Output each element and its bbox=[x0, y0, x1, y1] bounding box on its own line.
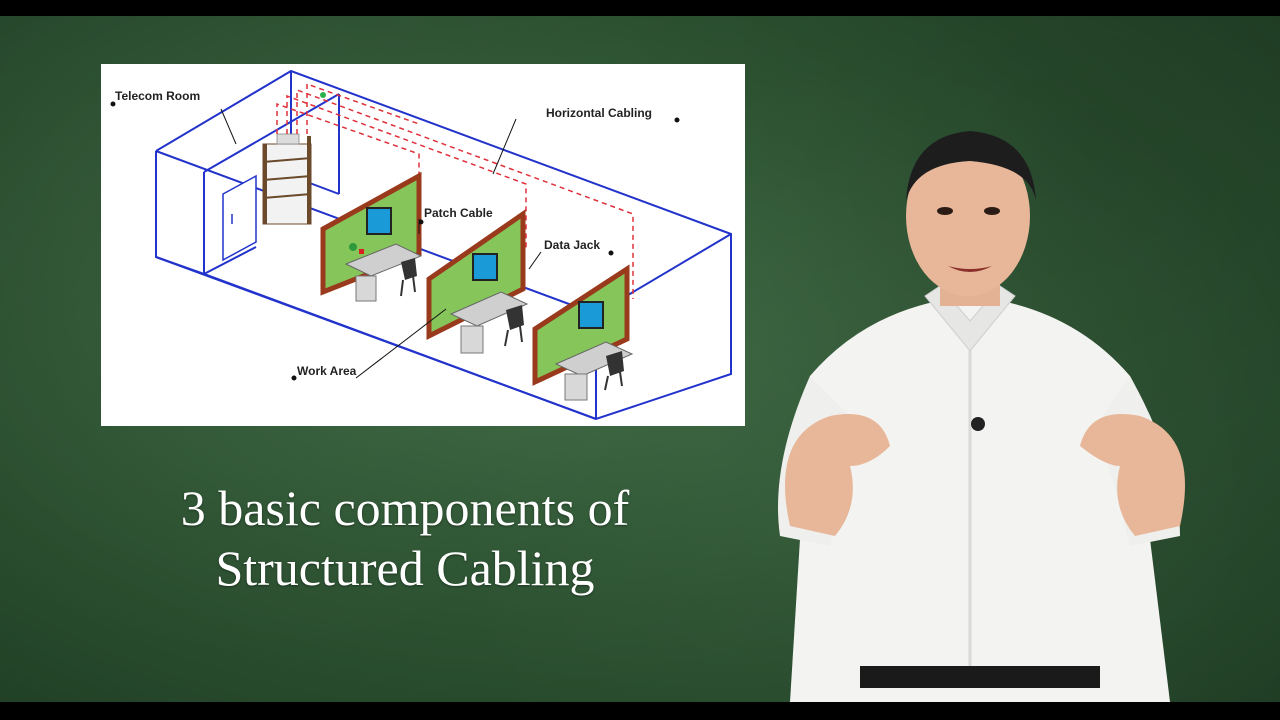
equipment-rack-icon bbox=[262, 133, 312, 225]
mouth bbox=[948, 266, 992, 272]
right-hand bbox=[1080, 414, 1185, 536]
head bbox=[906, 136, 1030, 296]
slide-caption: 3 basic components of Structured Cabling bbox=[100, 478, 710, 598]
telecom-room-label: Telecom Room bbox=[115, 89, 200, 103]
caption-line-1: 3 basic components of bbox=[180, 480, 630, 536]
belt bbox=[860, 666, 1100, 688]
work-area-label: Work Area bbox=[297, 364, 357, 378]
door-icon bbox=[222, 174, 257, 262]
workstation-2 bbox=[449, 253, 529, 354]
caption-line-2: Structured Cabling bbox=[215, 540, 595, 596]
lapel-mic-icon bbox=[971, 417, 985, 431]
structured-cabling-diagram: Telecom Room Horizontal Cabling Patch Ca… bbox=[101, 64, 745, 426]
workstation-3 bbox=[554, 301, 634, 401]
presenter-illustration bbox=[778, 131, 1185, 702]
horizontal-cabling-label: Horizontal Cabling bbox=[546, 106, 652, 120]
workstation-1 bbox=[344, 207, 423, 302]
video-frame: Telecom Room Horizontal Cabling Patch Ca… bbox=[0, 16, 1280, 702]
left-hand bbox=[785, 414, 890, 536]
data-jack-label: Data Jack bbox=[544, 238, 600, 252]
ceiling-junction-dot bbox=[320, 92, 326, 98]
shirt bbox=[790, 296, 1170, 702]
hair bbox=[906, 131, 1036, 201]
diagram-svg: Telecom Room Horizontal Cabling Patch Ca… bbox=[110, 69, 732, 421]
presenter-figure bbox=[750, 106, 1220, 702]
patch-cable-label: Patch Cable bbox=[424, 206, 493, 220]
label-leader-lines bbox=[110, 101, 680, 381]
